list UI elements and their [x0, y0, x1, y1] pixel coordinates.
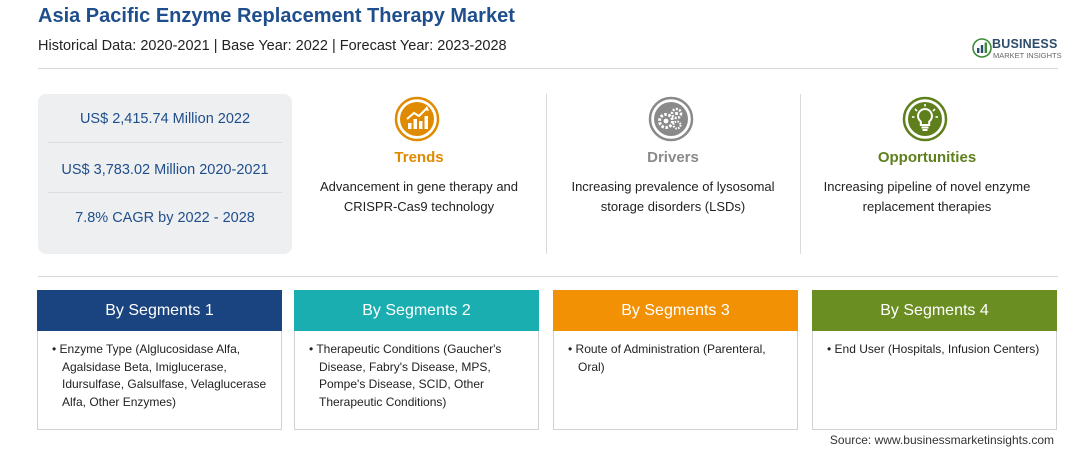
stat-divider	[48, 192, 282, 193]
logo-name: BUSINESS	[992, 37, 1058, 51]
company-logo: BUSINESS MARKET INSIGHTS	[972, 36, 1062, 62]
segment-item-text: Therapeutic Conditions (Gaucher's Diseas…	[316, 342, 502, 409]
source-note: Source: www.businessmarketinsights.com	[829, 433, 1054, 447]
segment-item-text: Enzyme Type (Alglucosidase Alfa, Agalsid…	[59, 342, 267, 409]
column-divider	[546, 94, 547, 254]
opportunities-text: Increasing pipeline of novel enzyme repl…	[823, 179, 1031, 214]
segment-card-2: By Segments 2 • Therapeutic Conditions (…	[294, 290, 539, 430]
top-divider	[38, 68, 1058, 69]
opportunities-heading: Opportunities	[877, 149, 977, 166]
drivers-heading: Drivers	[647, 149, 699, 166]
page-title: Asia Pacific Enzyme Replacement Therapy …	[38, 5, 515, 27]
gears-icon	[648, 96, 694, 142]
segment-header-2: By Segments 2	[294, 290, 539, 331]
segment-header-4: By Segments 4	[812, 290, 1057, 331]
segment-item-1: • Enzyme Type (Alglucosidase Alfa, Agals…	[52, 342, 267, 409]
stat-market-size-2022: US$ 2,415.74 Million 2022	[79, 111, 251, 127]
stats-panel: US$ 2,415.74 Million 2022 US$ 3,783.02 M…	[38, 94, 292, 254]
trends-text: Advancement in gene therapy and CRISPR-C…	[319, 179, 519, 214]
segment-card-1: By Segments 1 • Enzyme Type (Alglucosida…	[37, 290, 282, 430]
segment-card-4: By Segments 4 • End User (Hospitals, Inf…	[812, 290, 1057, 430]
segment-header-3: By Segments 3	[553, 290, 798, 331]
segment-card-3: By Segments 3 • Route of Administration …	[553, 290, 798, 430]
segment-item-2: • Therapeutic Conditions (Gaucher's Dise…	[309, 342, 502, 409]
stat-cagr: 7.8% CAGR by 2022 - 2028	[75, 210, 255, 226]
middle-divider	[38, 276, 1058, 277]
logo-mark-icon	[972, 38, 992, 58]
segment-item-text: End User (Hospitals, Infusion Centers)	[834, 342, 1040, 356]
drivers-column: Drivers Increasing prevalence of lysosom…	[548, 94, 798, 254]
segment-header-1: By Segments 1	[37, 290, 282, 331]
segment-item-4: • End User (Hospitals, Infusion Centers)	[827, 342, 1040, 356]
stat-market-size-historical: US$ 3,783.02 Million 2020-2021	[61, 162, 269, 178]
stat-divider	[48, 142, 282, 143]
column-divider	[800, 94, 801, 254]
logo-tagline: MARKET INSIGHTS	[993, 51, 1062, 60]
opportunities-column: Opportunities Increasing pipeline of nov…	[802, 94, 1052, 254]
segment-item-3: • Route of Administration (Parenteral, O…	[568, 342, 766, 374]
page-subtitle: Historical Data: 2020-2021 | Base Year: …	[38, 38, 507, 54]
trends-column: Trends Advancement in gene therapy and C…	[294, 94, 544, 254]
drivers-text: Increasing prevalence of lysosomal stora…	[571, 179, 775, 214]
trends-heading: Trends	[394, 149, 444, 166]
rising-chart-icon	[394, 96, 440, 142]
lightbulb-icon	[902, 96, 948, 142]
segment-item-text: Route of Administration (Parenteral, Ora…	[575, 342, 766, 374]
